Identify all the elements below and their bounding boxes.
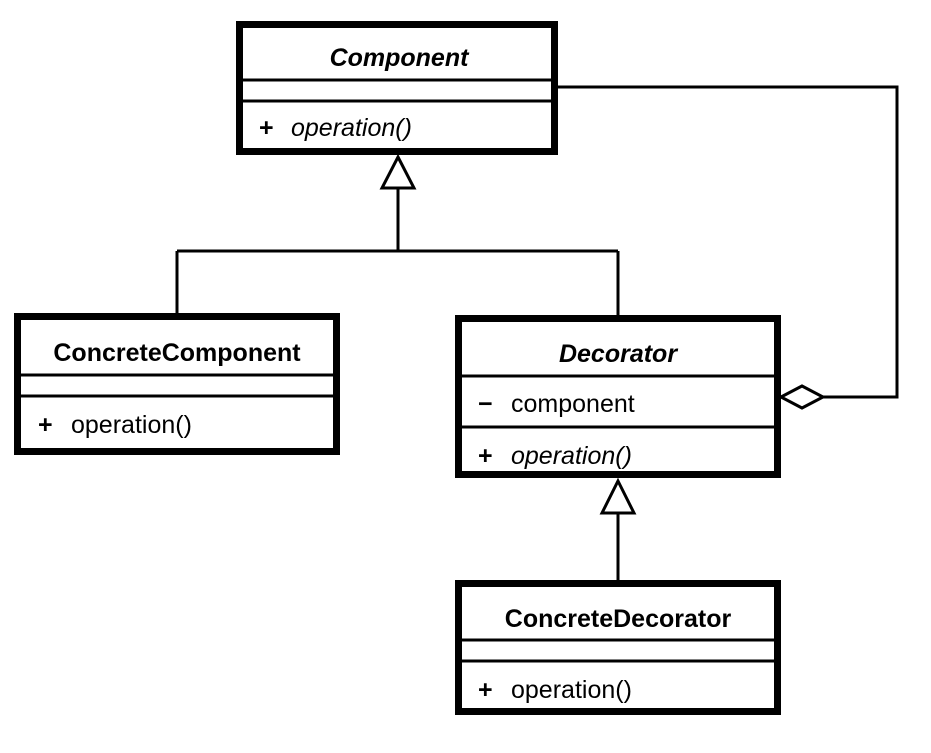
operation-name-decorator: operation() bbox=[511, 442, 632, 470]
aggregation-diamond-icon bbox=[777, 384, 827, 410]
class-box-component[interactable]: Component + operation() bbox=[236, 21, 558, 155]
class-title-concrete-component: ConcreteComponent bbox=[53, 339, 301, 367]
operation-visibility-concrete-decorator: + bbox=[478, 676, 493, 704]
operation-visibility-concrete-component: + bbox=[38, 411, 53, 439]
class-title-concrete-decorator: ConcreteDecorator bbox=[505, 605, 732, 633]
operation-visibility-component: + bbox=[259, 114, 274, 142]
generalization-to-component[interactable] bbox=[175, 153, 620, 315]
operation-visibility-decorator: + bbox=[478, 442, 493, 470]
generalization-triangle-icon-decorator bbox=[599, 477, 637, 515]
operation-name-concrete-decorator: operation() bbox=[511, 676, 632, 704]
operation-name-concrete-component: operation() bbox=[71, 411, 192, 439]
aggregation-decorator-to-component[interactable] bbox=[558, 85, 899, 410]
operation-name-component: operation() bbox=[291, 114, 412, 142]
class-box-outline-component bbox=[236, 21, 558, 155]
class-title-component: Component bbox=[330, 44, 471, 72]
generalization-to-decorator[interactable] bbox=[599, 477, 637, 580]
class-box-outline-concrete-decorator bbox=[455, 580, 781, 715]
attribute-visibility-decorator: − bbox=[478, 390, 493, 418]
class-box-outline-decorator bbox=[455, 315, 781, 478]
generalization-triangle-icon-component bbox=[379, 153, 417, 190]
attribute-name-decorator: component bbox=[511, 390, 635, 418]
class-box-outline-concrete-component bbox=[14, 313, 340, 455]
aggregation-line bbox=[558, 85, 899, 399]
class-title-decorator: Decorator bbox=[559, 340, 678, 368]
class-box-concrete-decorator[interactable]: ConcreteDecorator + operation() bbox=[455, 580, 781, 715]
class-box-decorator[interactable]: Decorator − component + operation() bbox=[455, 315, 781, 478]
class-box-concrete-component[interactable]: ConcreteComponent + operation() bbox=[14, 313, 340, 455]
